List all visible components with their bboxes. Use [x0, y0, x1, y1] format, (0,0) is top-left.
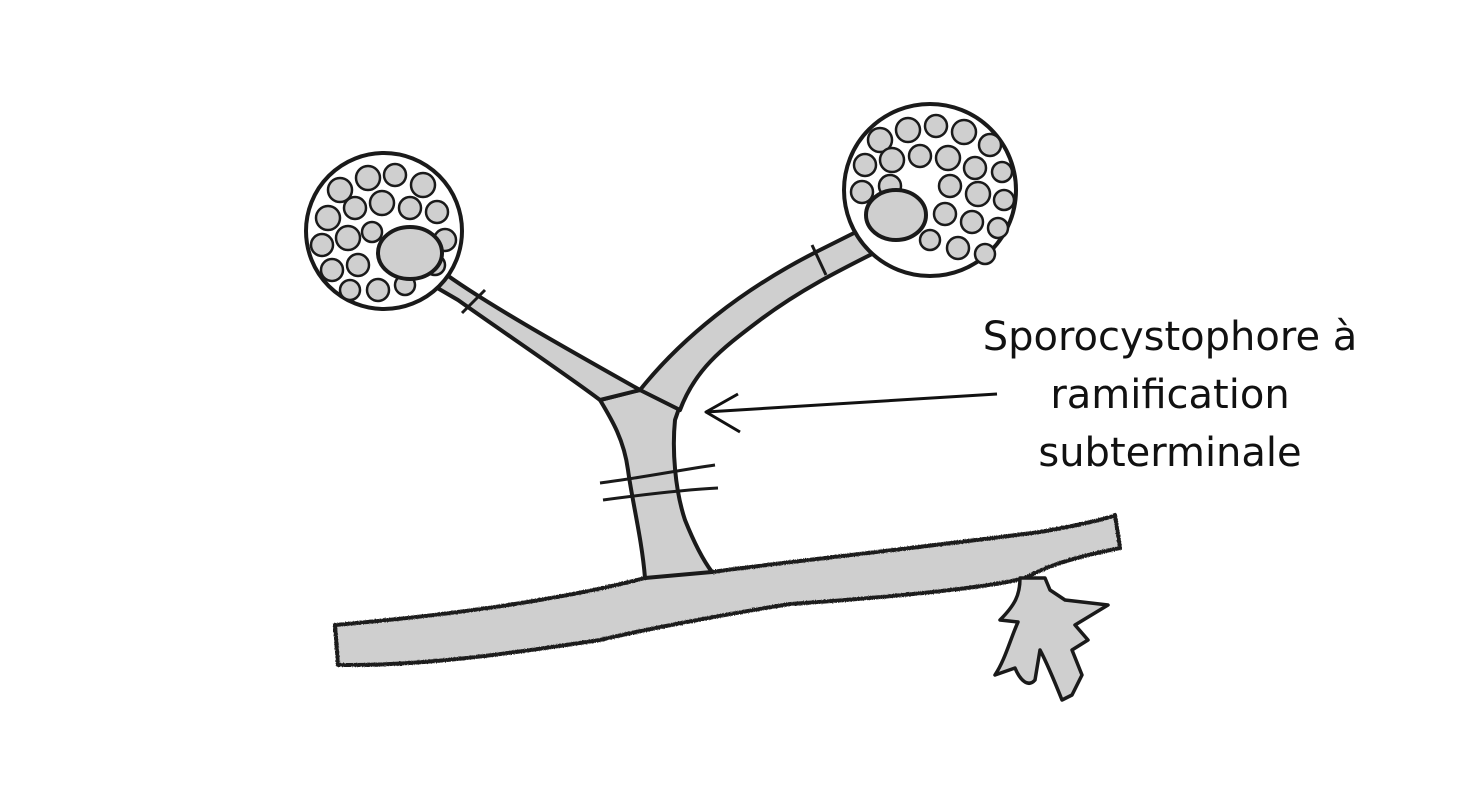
right-columella: [864, 188, 928, 242]
left-columella: [376, 225, 444, 281]
annotation-label: Sporocystophore à ramification subtermin…: [960, 308, 1380, 482]
stem-septum-lower: [602, 486, 719, 502]
stolon-hypha: [333, 513, 1122, 668]
annotation-line-3: subterminale: [1038, 430, 1302, 476]
right-sporangium: [842, 102, 1018, 278]
left-branch: [413, 262, 642, 402]
stem-septum-upper: [599, 463, 716, 485]
annotation-line-2: ramification: [1050, 372, 1290, 418]
left-sporangium: [304, 151, 464, 311]
rhizoid: [993, 576, 1110, 702]
right-branch-septum: [810, 244, 828, 276]
left-branch-septum: [460, 288, 487, 315]
right-branch: [638, 223, 882, 412]
annotation-arrow: [704, 392, 998, 434]
annotation-line-1: Sporocystophore à: [982, 314, 1358, 360]
